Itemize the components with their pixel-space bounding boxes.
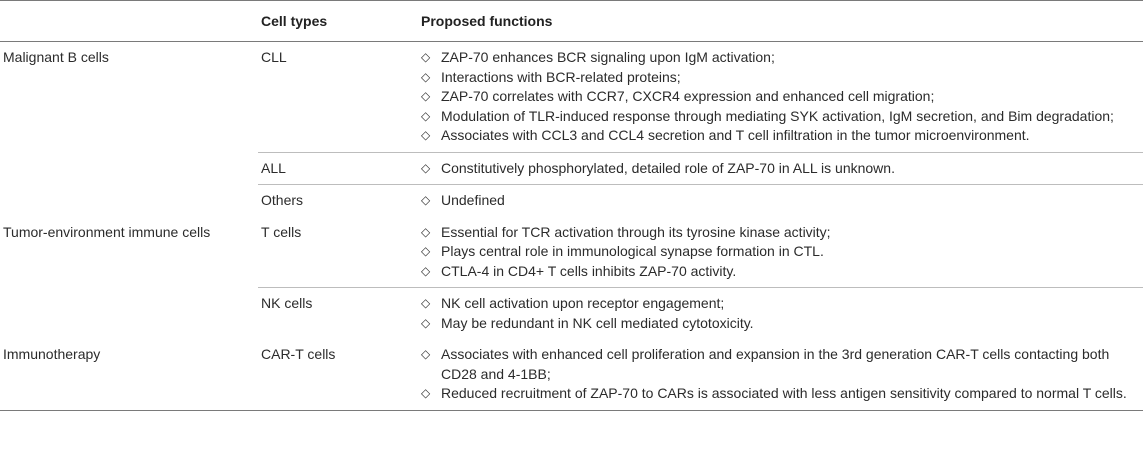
table-row: Others◇ Undefined: [0, 184, 1143, 217]
diamond-outline-icon: ◇: [421, 296, 431, 310]
category-cell: Malignant B cells: [3, 49, 109, 65]
function-item: ◇ Undefined: [421, 191, 1143, 211]
diamond-outline-icon: ◇: [421, 386, 431, 400]
header-cell-types: Cell types: [258, 0, 418, 42]
function-text: ZAP-70 enhances BCR signaling upon IgM a…: [441, 49, 775, 65]
function-text: Constitutively phosphorylated, detailed …: [441, 159, 895, 176]
diamond-outline-icon: ◇: [421, 263, 431, 278]
category-cell: [0, 152, 258, 185]
function-item: ◇ ZAP-70 enhances BCR signaling upon IgM …: [421, 48, 1143, 68]
function-text: Reduced recruitment of ZAP-70 to CARs is…: [441, 385, 1127, 401]
cell-type-cell: CLL: [261, 49, 287, 65]
header-proposed-functions: Proposed functions: [418, 0, 1143, 42]
diamond-outline-icon: ◇: [421, 347, 431, 361]
functions-cell: ◇ Undefined: [418, 184, 1143, 217]
category-cell: [0, 288, 258, 340]
function-item: ◇ Associates with CCL3 and CCL4 secretion…: [421, 126, 1143, 146]
diamond-outline-icon: ◇: [421, 69, 431, 84]
function-text: NK cell activation upon receptor engagem…: [441, 295, 725, 311]
diamond-outline-icon: ◇: [421, 89, 431, 103]
function-item: ◇ Modulation of TLR-induced response thro…: [421, 107, 1143, 127]
functions-cell: ◇ ZAP-70 enhances BCR signaling upon IgM …: [418, 42, 1143, 153]
function-item: ◇ ZAP-70 correlates with CCR7, CXCR4 expr…: [421, 87, 1143, 107]
function-item: ◇ Associates with enhanced cell prolifera…: [421, 345, 1143, 384]
function-item: ◇ Reduced recruitment of ZAP-70 to CARs i…: [421, 384, 1143, 404]
function-text: Interactions with BCR-related proteins;: [441, 68, 681, 85]
function-text: Essential for TCR activation through its…: [441, 223, 831, 240]
diamond-outline-icon: ◇: [421, 160, 431, 175]
header-row: Cell types Proposed functions: [0, 0, 1143, 42]
table-row: ALL◇ Constitutively phosphorylated, detai…: [0, 151, 1143, 185]
function-item: ◇ Constitutively phosphorylated, detailed…: [421, 159, 1143, 179]
cell-type-cell: CAR-T cells: [258, 339, 418, 411]
function-item: ◇ May be redundant in NK cell mediated cy…: [421, 314, 1143, 334]
functions-table: Cell types Proposed functions Malignant …: [0, 0, 1143, 411]
table-row: Tumor-environment immune cells T cells ◇ Es…: [0, 217, 1143, 288]
cell-type-cell: Others: [258, 184, 418, 217]
function-text: Undefined: [441, 192, 505, 208]
cell-type-cell: ALL: [258, 151, 418, 185]
function-text: May be redundant in NK cell mediated cyt…: [441, 314, 754, 331]
category-cell: Tumor-environment immune cells: [3, 223, 211, 240]
function-item: ◇ NK cell activation upon receptor engage…: [421, 294, 1143, 314]
functions-cell: ◇ Constitutively phosphorylated, detailed…: [418, 151, 1143, 185]
cell-type-cell: NK cells: [258, 287, 418, 339]
diamond-outline-icon: ◇: [421, 193, 431, 207]
function-item: ◇ Plays central role in immunological syn…: [421, 242, 1143, 262]
category-cell: [0, 185, 258, 217]
table-row: NK cells◇ NK cell activation upon recepto…: [0, 287, 1143, 340]
diamond-outline-icon: ◇: [421, 50, 431, 64]
function-text: Plays central role in immunological syna…: [441, 243, 824, 259]
functions-cell: ◇ Associates with enhanced cell prolifera…: [418, 339, 1143, 411]
diamond-outline-icon: ◇: [421, 315, 431, 330]
functions-cell: ◇ NK cell activation upon receptor engage…: [418, 287, 1143, 339]
function-item: ◇ Essential for TCR activation through it…: [421, 223, 1143, 243]
table-row: Malignant B cells CLL ◇ ZAP-70 enhances BCR…: [0, 42, 1143, 153]
function-text: Associates with enhanced cell proliferat…: [441, 346, 1110, 382]
functions-cell: ◇ Essential for TCR activation through it…: [418, 217, 1143, 288]
header-category: [0, 0, 258, 42]
cell-type-cell: T cells: [261, 223, 302, 240]
function-text: Associates with CCL3 and CCL4 secretion …: [441, 127, 1030, 143]
function-text: ZAP-70 correlates with CCR7, CXCR4 expre…: [441, 88, 935, 104]
function-item: ◇ Interactions with BCR-related proteins;: [421, 68, 1143, 88]
function-text: CTLA-4 in CD4+ T cells inhibits ZAP-70 a…: [441, 262, 737, 279]
function-item: ◇ CTLA-4 in CD4+ T cells inhibits ZAP-70 …: [421, 262, 1143, 282]
category-cell: Immunotherapy: [0, 339, 258, 411]
function-text: Modulation of TLR-induced response throu…: [441, 107, 1114, 124]
diamond-outline-icon: ◇: [421, 224, 431, 239]
diamond-outline-icon: ◇: [421, 108, 431, 123]
diamond-outline-icon: ◇: [421, 128, 431, 142]
diamond-outline-icon: ◇: [421, 244, 431, 258]
